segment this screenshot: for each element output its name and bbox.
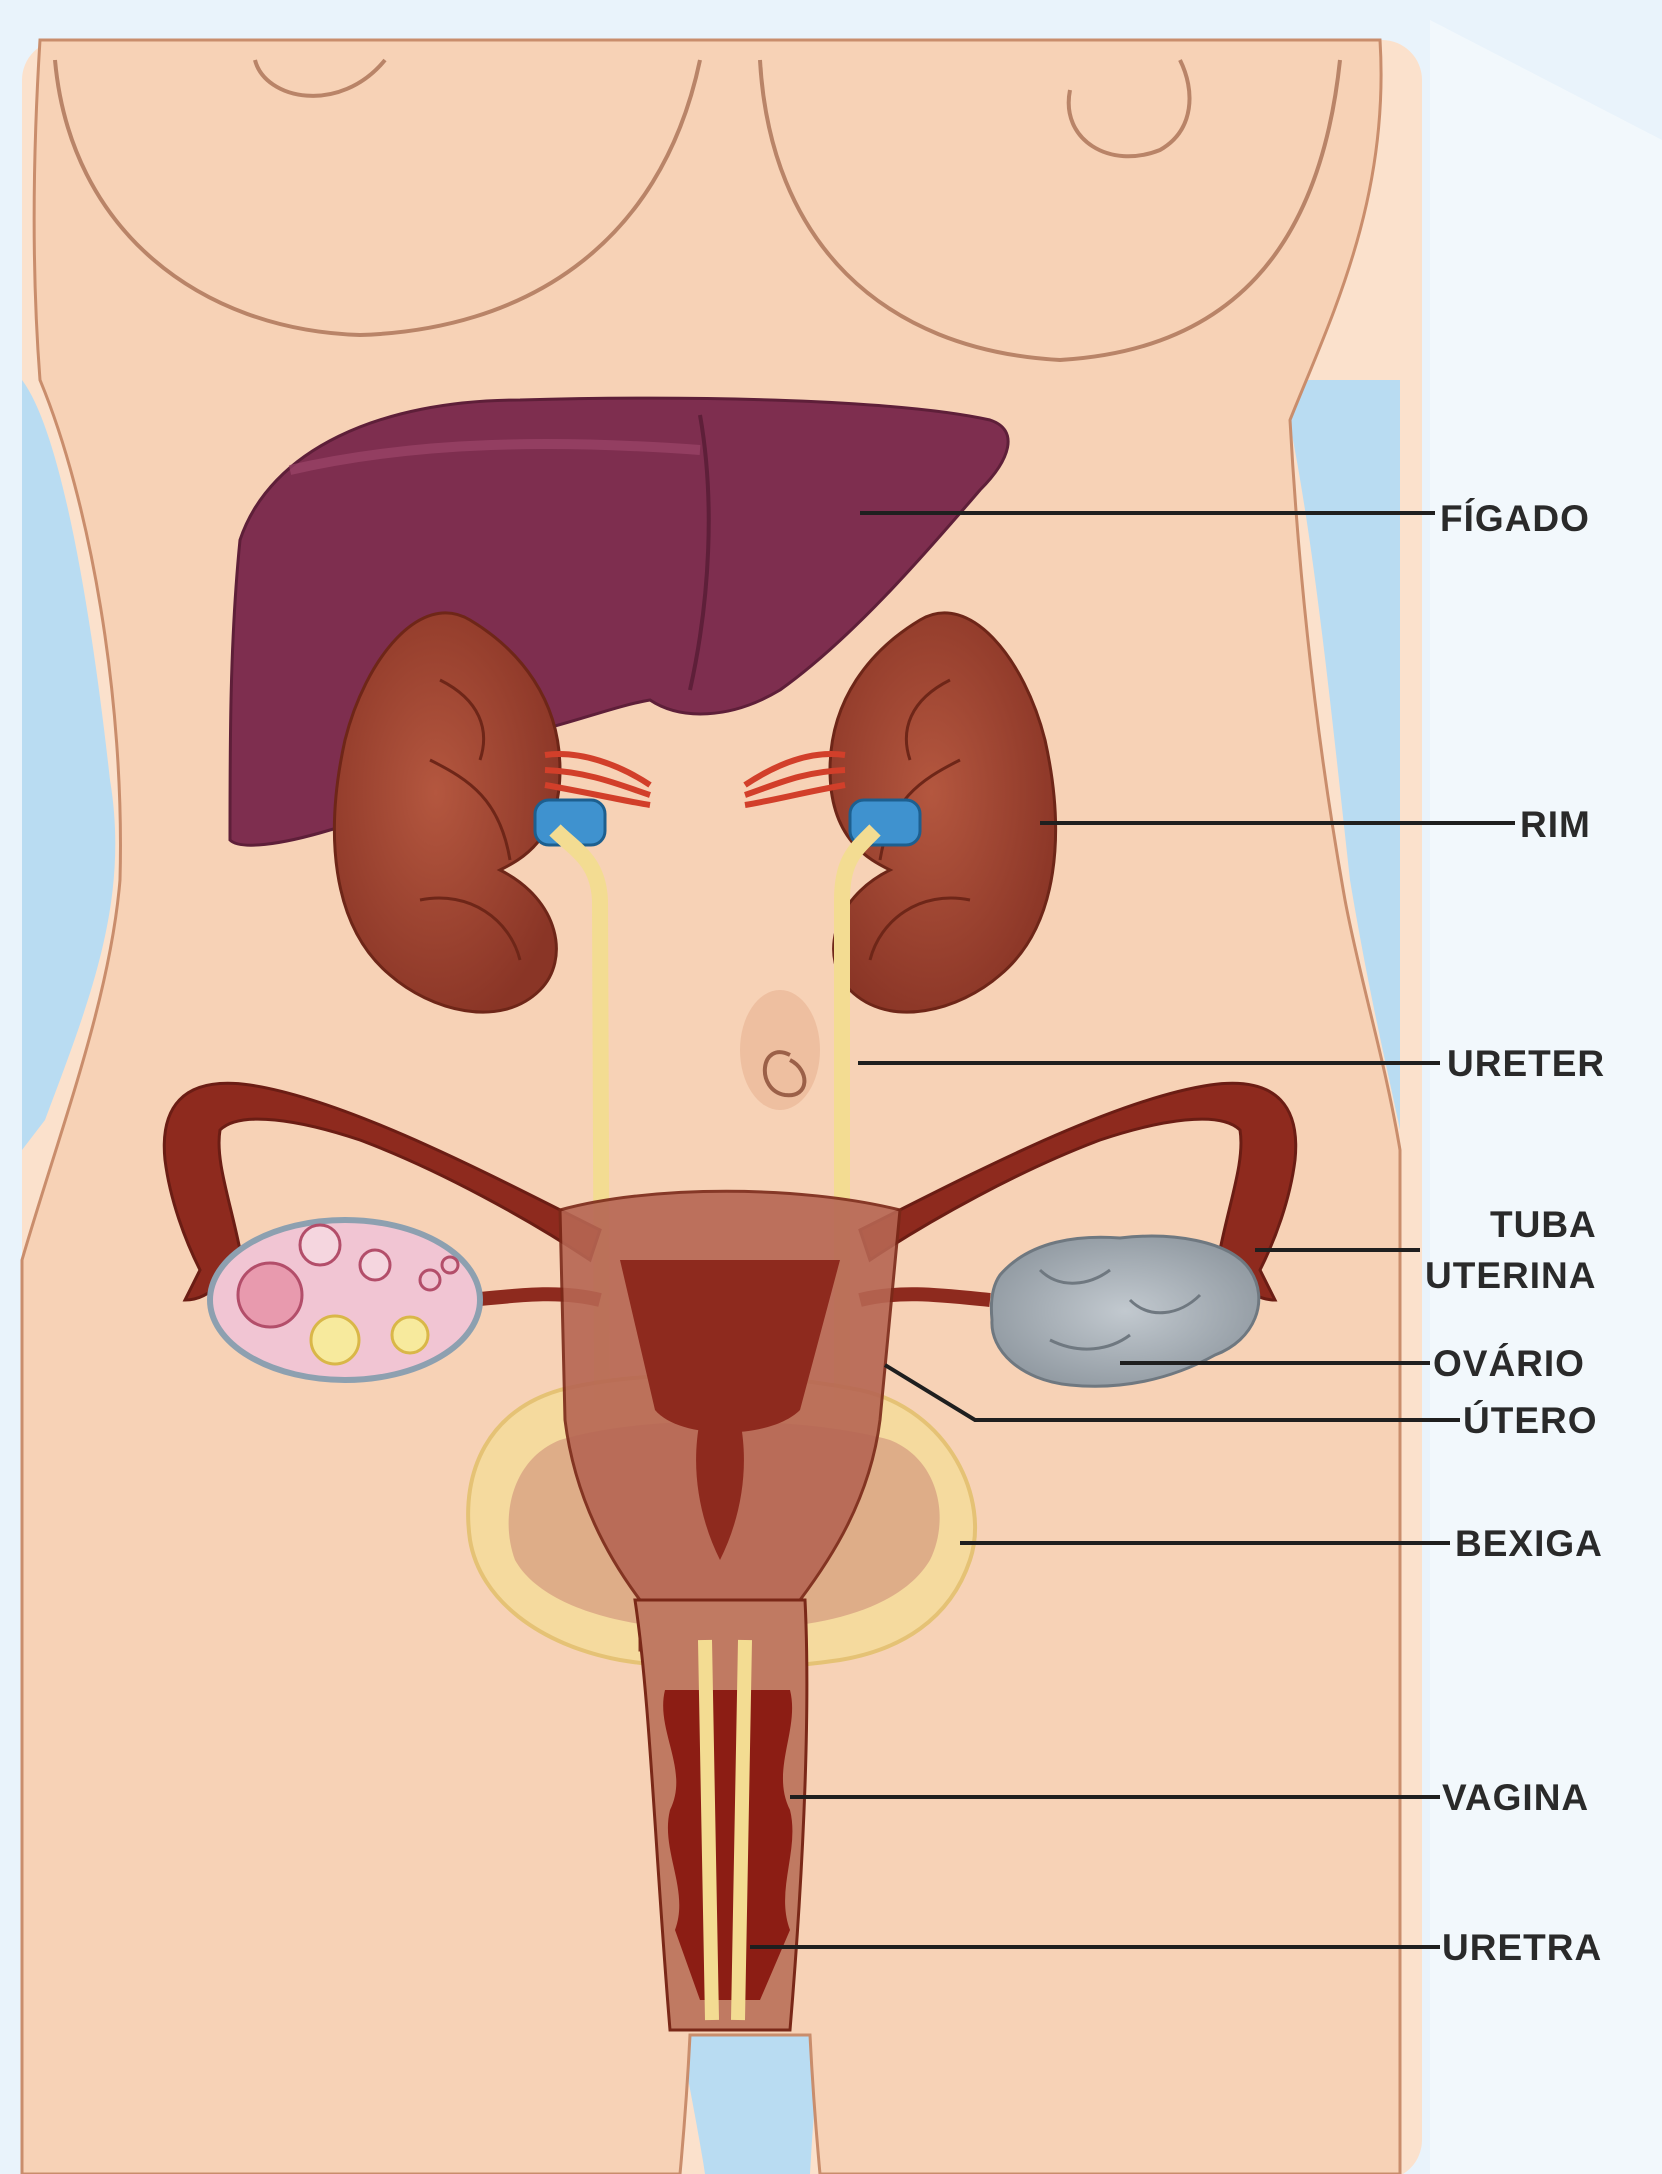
ovary-left-follicle-2 <box>300 1225 340 1265</box>
label-tuba-line2: UTERINA <box>1425 1253 1596 1299</box>
ovary-left-corpus-1 <box>311 1316 359 1364</box>
label-ovario: OVÁRIO <box>1433 1341 1585 1387</box>
ovary-left-follicle-1 <box>238 1263 302 1327</box>
label-uretra: URETRA <box>1442 1925 1602 1971</box>
label-vagina: VAGINA <box>1442 1775 1589 1821</box>
label-figado: FÍGADO <box>1440 496 1590 542</box>
label-tuba-line1: TUBA <box>1490 1202 1597 1248</box>
label-utero: ÚTERO <box>1463 1398 1598 1444</box>
label-ureter: URETER <box>1447 1041 1605 1087</box>
ovary-left-corpus-2 <box>392 1317 428 1353</box>
label-bexiga: BEXIGA <box>1455 1521 1603 1567</box>
label-rim: RIM <box>1520 802 1591 848</box>
ovary-left-follicle-3 <box>360 1250 390 1280</box>
background-light-band <box>1430 20 1662 2174</box>
